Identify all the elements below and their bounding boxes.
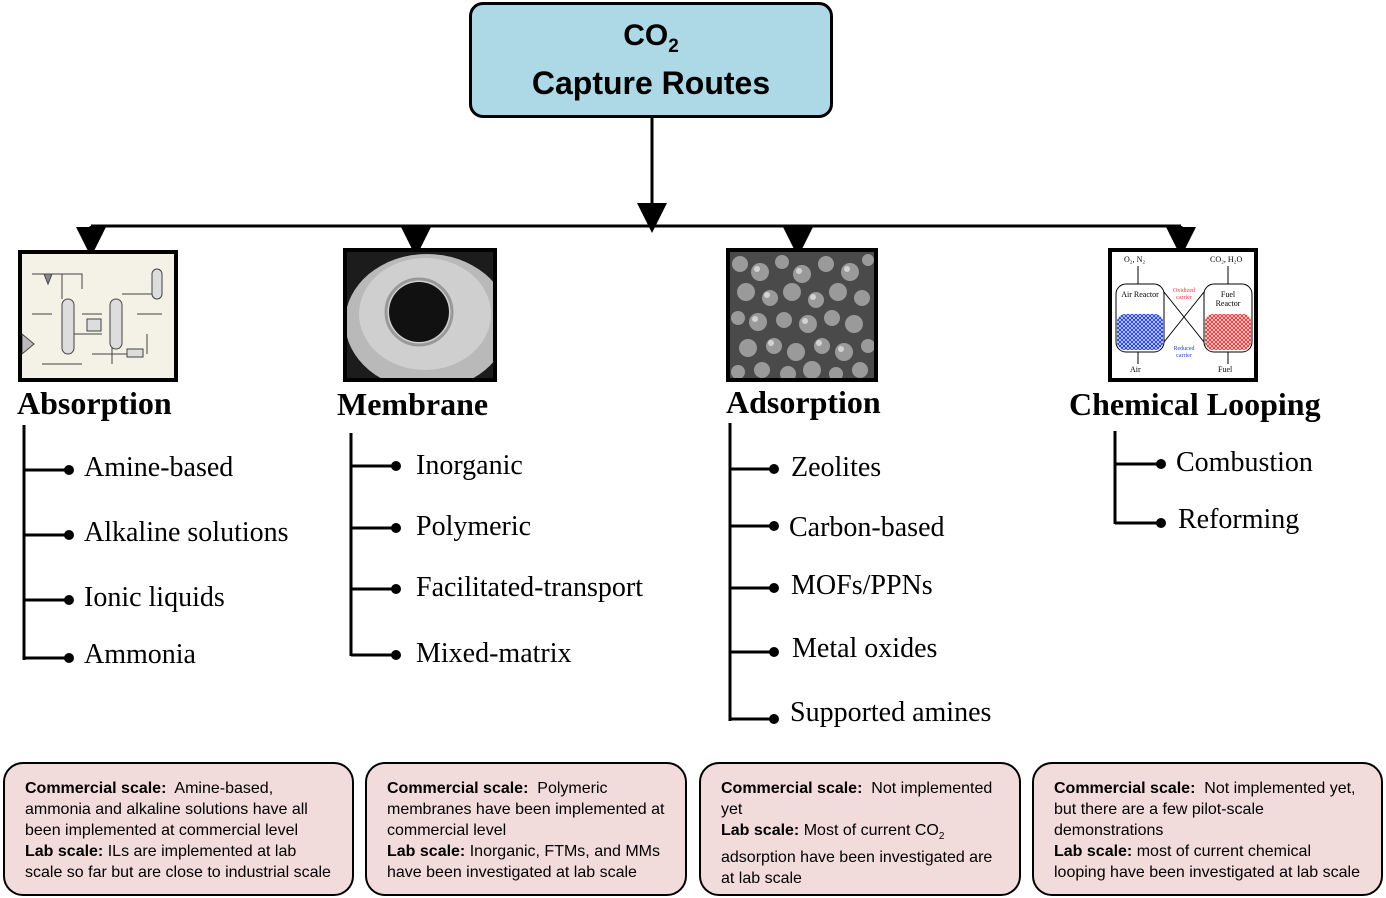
category-title-adsorption: Adsorption: [726, 384, 881, 420]
list-item: Polymeric: [416, 511, 532, 542]
category-title-membrane: Membrane: [337, 386, 489, 422]
list-item: Ionic liquids: [84, 582, 225, 613]
list-item: Combustion: [1176, 447, 1313, 478]
loop-label-top-right: CO₂, H₂O: [1210, 255, 1243, 264]
loop-label-oxidized: Oxidized carrier: [1173, 288, 1195, 301]
list-item: Inorganic: [416, 450, 523, 481]
loop-label-air: Air: [1130, 365, 1141, 374]
loop-label-reduced: Reduced carrier: [1173, 346, 1195, 359]
list-item: Mixed-matrix: [416, 638, 572, 669]
note-adsorption: Commercial scale: Not implemented yet La…: [699, 762, 1021, 896]
absorption-process-flowsheet-image: [18, 250, 178, 382]
root-node: CO2 Capture Routes: [469, 2, 833, 118]
list-item: Facilitated-transport: [416, 572, 644, 603]
note-absorption: Commercial scale: Amine-based, ammonia a…: [3, 762, 354, 896]
loop-label-top-left: O₂, N₂: [1124, 255, 1146, 264]
note-membrane: Commercial scale: Polymeric membranes ha…: [365, 762, 687, 896]
list-item: Metal oxides: [792, 633, 938, 664]
list-item: Carbon-based: [789, 512, 945, 543]
root-title-line2: Capture Routes: [531, 64, 771, 101]
membrane-tube-image: [343, 248, 497, 382]
loop-label-fuel: Fuel: [1218, 365, 1233, 374]
list-item: Ammonia: [84, 639, 196, 670]
loop-label-fuel-reactor: Fuel Reactor: [1215, 290, 1241, 308]
loop-label-air-reactor: Air Reactor: [1121, 290, 1159, 299]
list-item: Alkaline solutions: [84, 517, 289, 548]
list-item: Supported amines: [790, 697, 992, 728]
category-title-absorption: Absorption: [17, 385, 172, 421]
list-item: Reforming: [1178, 504, 1300, 535]
adsorbent-micrograph-image: [726, 248, 878, 382]
category-title-chemical-looping: Chemical Looping: [1069, 386, 1321, 422]
list-item: MOFs/PPNs: [791, 570, 933, 601]
list-item: Zeolites: [791, 452, 882, 483]
list-item: Amine-based: [84, 452, 234, 483]
note-chemical-looping: Commercial scale: Not implemented yet, b…: [1032, 762, 1383, 896]
root-title-line1: CO2: [623, 18, 679, 57]
chemical-looping-schematic: O₂, N₂ CO₂, H₂O Air Reactor Fuel Reactor…: [1108, 248, 1258, 382]
